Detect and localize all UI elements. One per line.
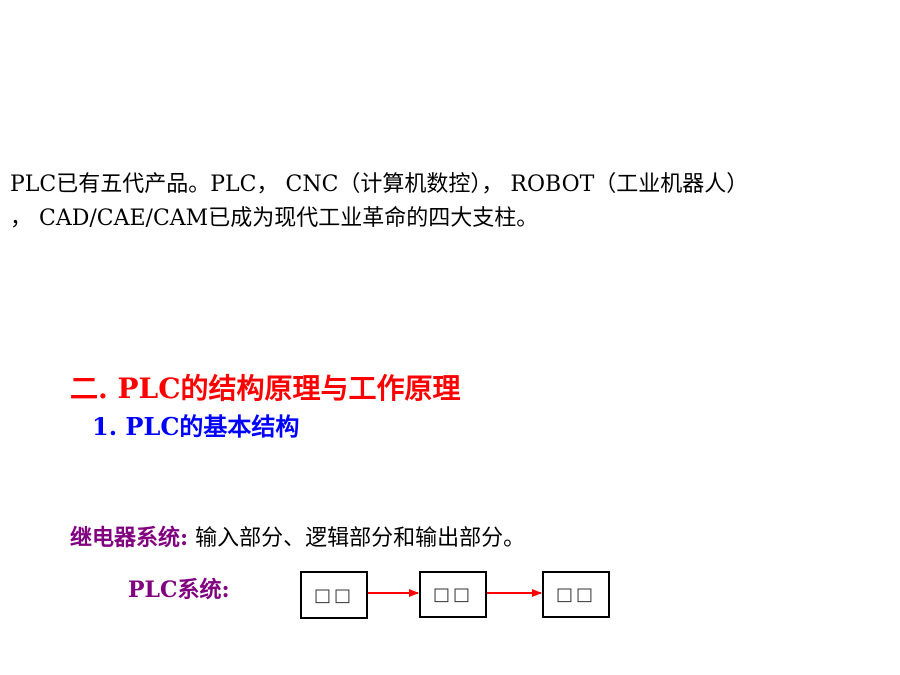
intro-line-2: ， CAD/CAE/CAM已成为现代工业革命的四大支柱。 [10, 206, 539, 231]
relay-system-text: 输入部分、逻辑部分和输出部分。 [195, 526, 526, 551]
section-heading: 二. PLC的结构原理与工作原理 [70, 372, 461, 405]
relay-system-line: 继电器系统: 输入部分、逻辑部分和输出部分。 [70, 520, 525, 552]
plc-system-label: PLC系统: [128, 577, 230, 603]
plc-input-box: □□ [300, 571, 368, 619]
plc-output-box: □□ [542, 571, 610, 618]
relay-system-label: 继电器系统: [70, 525, 189, 551]
plc-logic-box: □□ [419, 571, 487, 618]
intro-line-1: PLC已有五代产品。PLC， CNC（计算机数控）， ROBOT（工业机器人） [10, 172, 749, 197]
section-subheading: 1. PLC的基本结构 [92, 412, 300, 441]
intro-paragraph: PLC已有五代产品。PLC， CNC（计算机数控）， ROBOT（工业机器人） … [10, 168, 890, 236]
